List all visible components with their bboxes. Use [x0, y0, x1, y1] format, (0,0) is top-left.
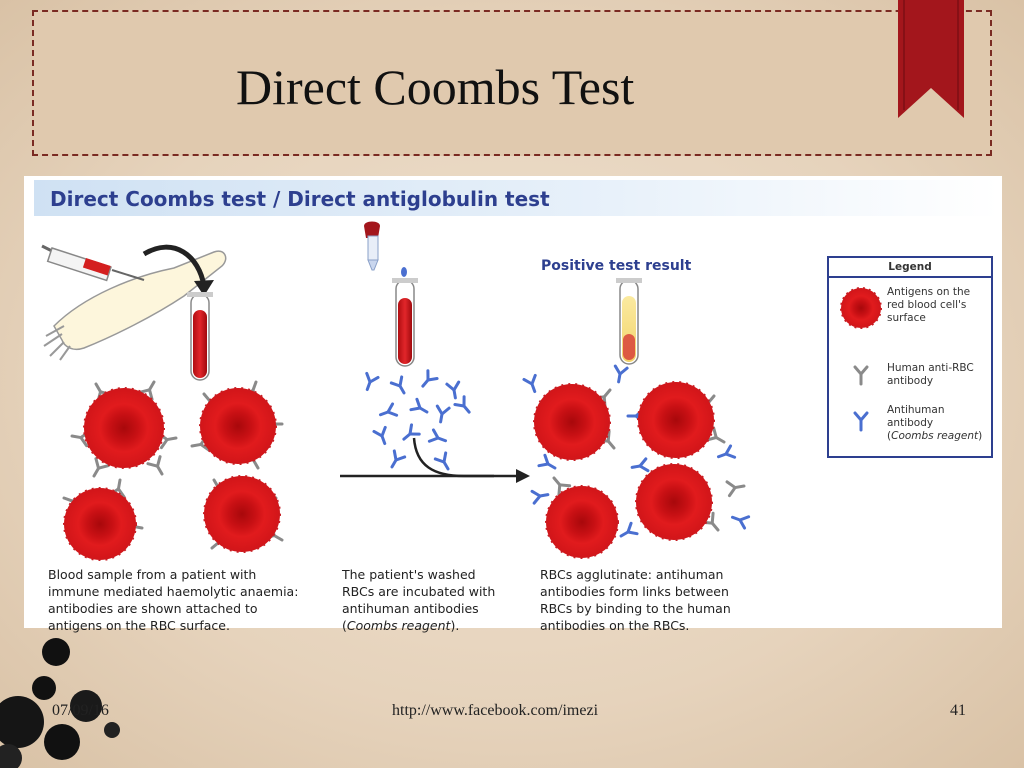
legend-item-antigens: Antigens on the red blood cell's surface	[887, 286, 970, 325]
dropper-icon	[364, 222, 407, 278]
slide-title: Direct Coombs Test	[236, 58, 634, 116]
legend-item-antihuman-antibody: Antihuman antibody (Coombs reagent)	[887, 404, 982, 443]
coombs-reagent-label: Coombs reagent	[347, 618, 451, 633]
caption-step3-line: RBCs agglutinate: antihuman	[540, 566, 731, 583]
blood-tube-2-icon	[392, 278, 418, 366]
legend-box: Legend Antigens on the red blood cell's …	[827, 256, 993, 458]
caption-step2-line: (Coombs reagent).	[342, 617, 495, 634]
syringe-icon	[42, 246, 144, 280]
caption-step1-line: immune mediated haemolytic anaemia:	[48, 583, 298, 600]
legend-line: Antihuman	[887, 404, 982, 417]
antihuman-antibody-icon	[851, 408, 871, 432]
legend-line: Human anti-RBC	[887, 362, 974, 375]
legend-line: surface	[887, 312, 970, 325]
caption-step2: The patient's washed RBCs are incubated …	[342, 566, 495, 634]
footer-url[interactable]: http://www.facebook.com/imezi	[392, 702, 598, 720]
legend-line: antibody	[887, 375, 974, 388]
merge-arrow	[414, 438, 494, 476]
bookmark-ribbon-icon	[898, 0, 964, 118]
human-antibody-icon	[851, 362, 871, 386]
paren-close: )	[978, 430, 982, 442]
legend-line: Antigens on the	[887, 286, 970, 299]
legend-line: (Coombs reagent)	[887, 430, 982, 443]
caption-step1-line: antibodies are shown attached to	[48, 600, 298, 617]
caption-step3-line: RBCs by binding to the human	[540, 600, 731, 617]
blood-tube-1-icon	[187, 292, 213, 380]
rbc-cluster-patient	[62, 379, 286, 561]
coombs-diagram: Direct Coombs test / Direct antiglobulin…	[24, 176, 1002, 628]
caption-step3-line: antibodies form links between	[540, 583, 731, 600]
legend-title: Legend	[829, 258, 991, 278]
positive-tube-icon	[616, 278, 642, 364]
caption-step2-line: RBCs are incubated with	[342, 583, 495, 600]
rbc-cluster-agglutinated	[524, 366, 749, 558]
caption-step2-line: antihuman antibodies	[342, 600, 495, 617]
footer-date: 07/09/16	[52, 702, 109, 720]
caption-step3: RBCs agglutinate: antihuman antibodies f…	[540, 566, 731, 634]
footer-page-number: 41	[950, 702, 966, 720]
rbc-antigen-icon	[839, 286, 883, 330]
coombs-reagent-label: Coombs reagent	[891, 430, 978, 442]
positive-result-label: Positive test result	[541, 258, 691, 274]
paren-close: ).	[450, 618, 459, 633]
ink-blot-decoration	[0, 630, 140, 768]
legend-line: antibody	[887, 417, 982, 430]
legend-line: red blood cell's	[887, 299, 970, 312]
caption-step2-line: The patient's washed	[342, 566, 495, 583]
legend-item-human-antibody: Human anti-RBC antibody	[887, 362, 974, 388]
caption-step1-line: Blood sample from a patient with	[48, 566, 298, 583]
caption-step1: Blood sample from a patient with immune …	[48, 566, 298, 634]
caption-step3-line: antibodies on the RBCs.	[540, 617, 731, 634]
